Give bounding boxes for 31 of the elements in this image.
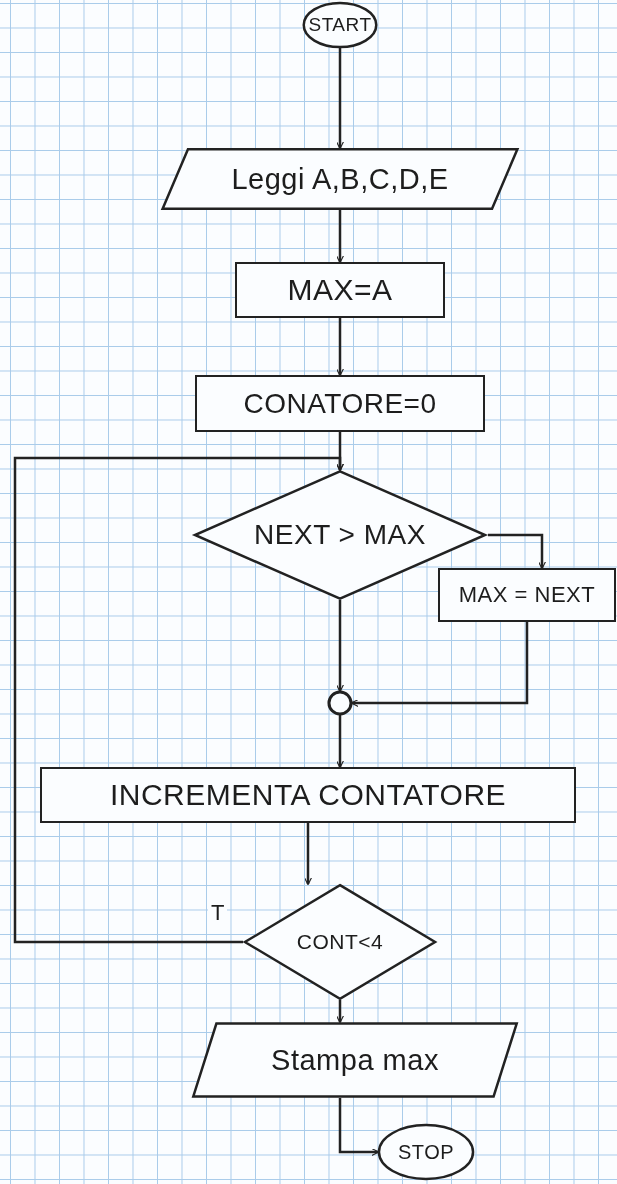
arrow xyxy=(303,823,313,886)
node-text: CONT<4 xyxy=(296,930,384,954)
process-box xyxy=(235,262,445,318)
arrow xyxy=(488,533,547,570)
arrow xyxy=(335,600,345,693)
arrow xyxy=(335,715,345,769)
arrow xyxy=(335,48,345,150)
output-parallelogram xyxy=(190,1022,520,1098)
arrow xyxy=(13,456,345,944)
arrow xyxy=(335,1000,345,1024)
decision-diamond xyxy=(243,884,437,1000)
arrow xyxy=(350,622,529,708)
arrow xyxy=(338,1098,380,1157)
connector-circle xyxy=(328,691,352,715)
node-text: Leggi A,B,C,D,E xyxy=(231,162,449,196)
input-parallelogram xyxy=(159,148,521,210)
arrow xyxy=(335,318,345,377)
process-box xyxy=(40,767,576,823)
node-text: START xyxy=(308,14,372,36)
node-text: NEXT > MAX xyxy=(254,519,426,551)
node-text: CONATORE=0 xyxy=(243,387,437,420)
process-box xyxy=(438,568,616,622)
node-text: INCREMENTA CONTATORE xyxy=(109,778,507,812)
node-text: MAX = NEXT xyxy=(458,582,596,608)
arrow xyxy=(335,210,345,264)
node-text: Stampa max xyxy=(271,1043,439,1077)
terminal-ellipse xyxy=(378,1124,474,1180)
terminal-ellipse xyxy=(303,2,377,48)
node-text: MAX=A xyxy=(287,273,393,307)
process-box xyxy=(195,375,485,432)
node-text: STOP xyxy=(397,1140,455,1164)
